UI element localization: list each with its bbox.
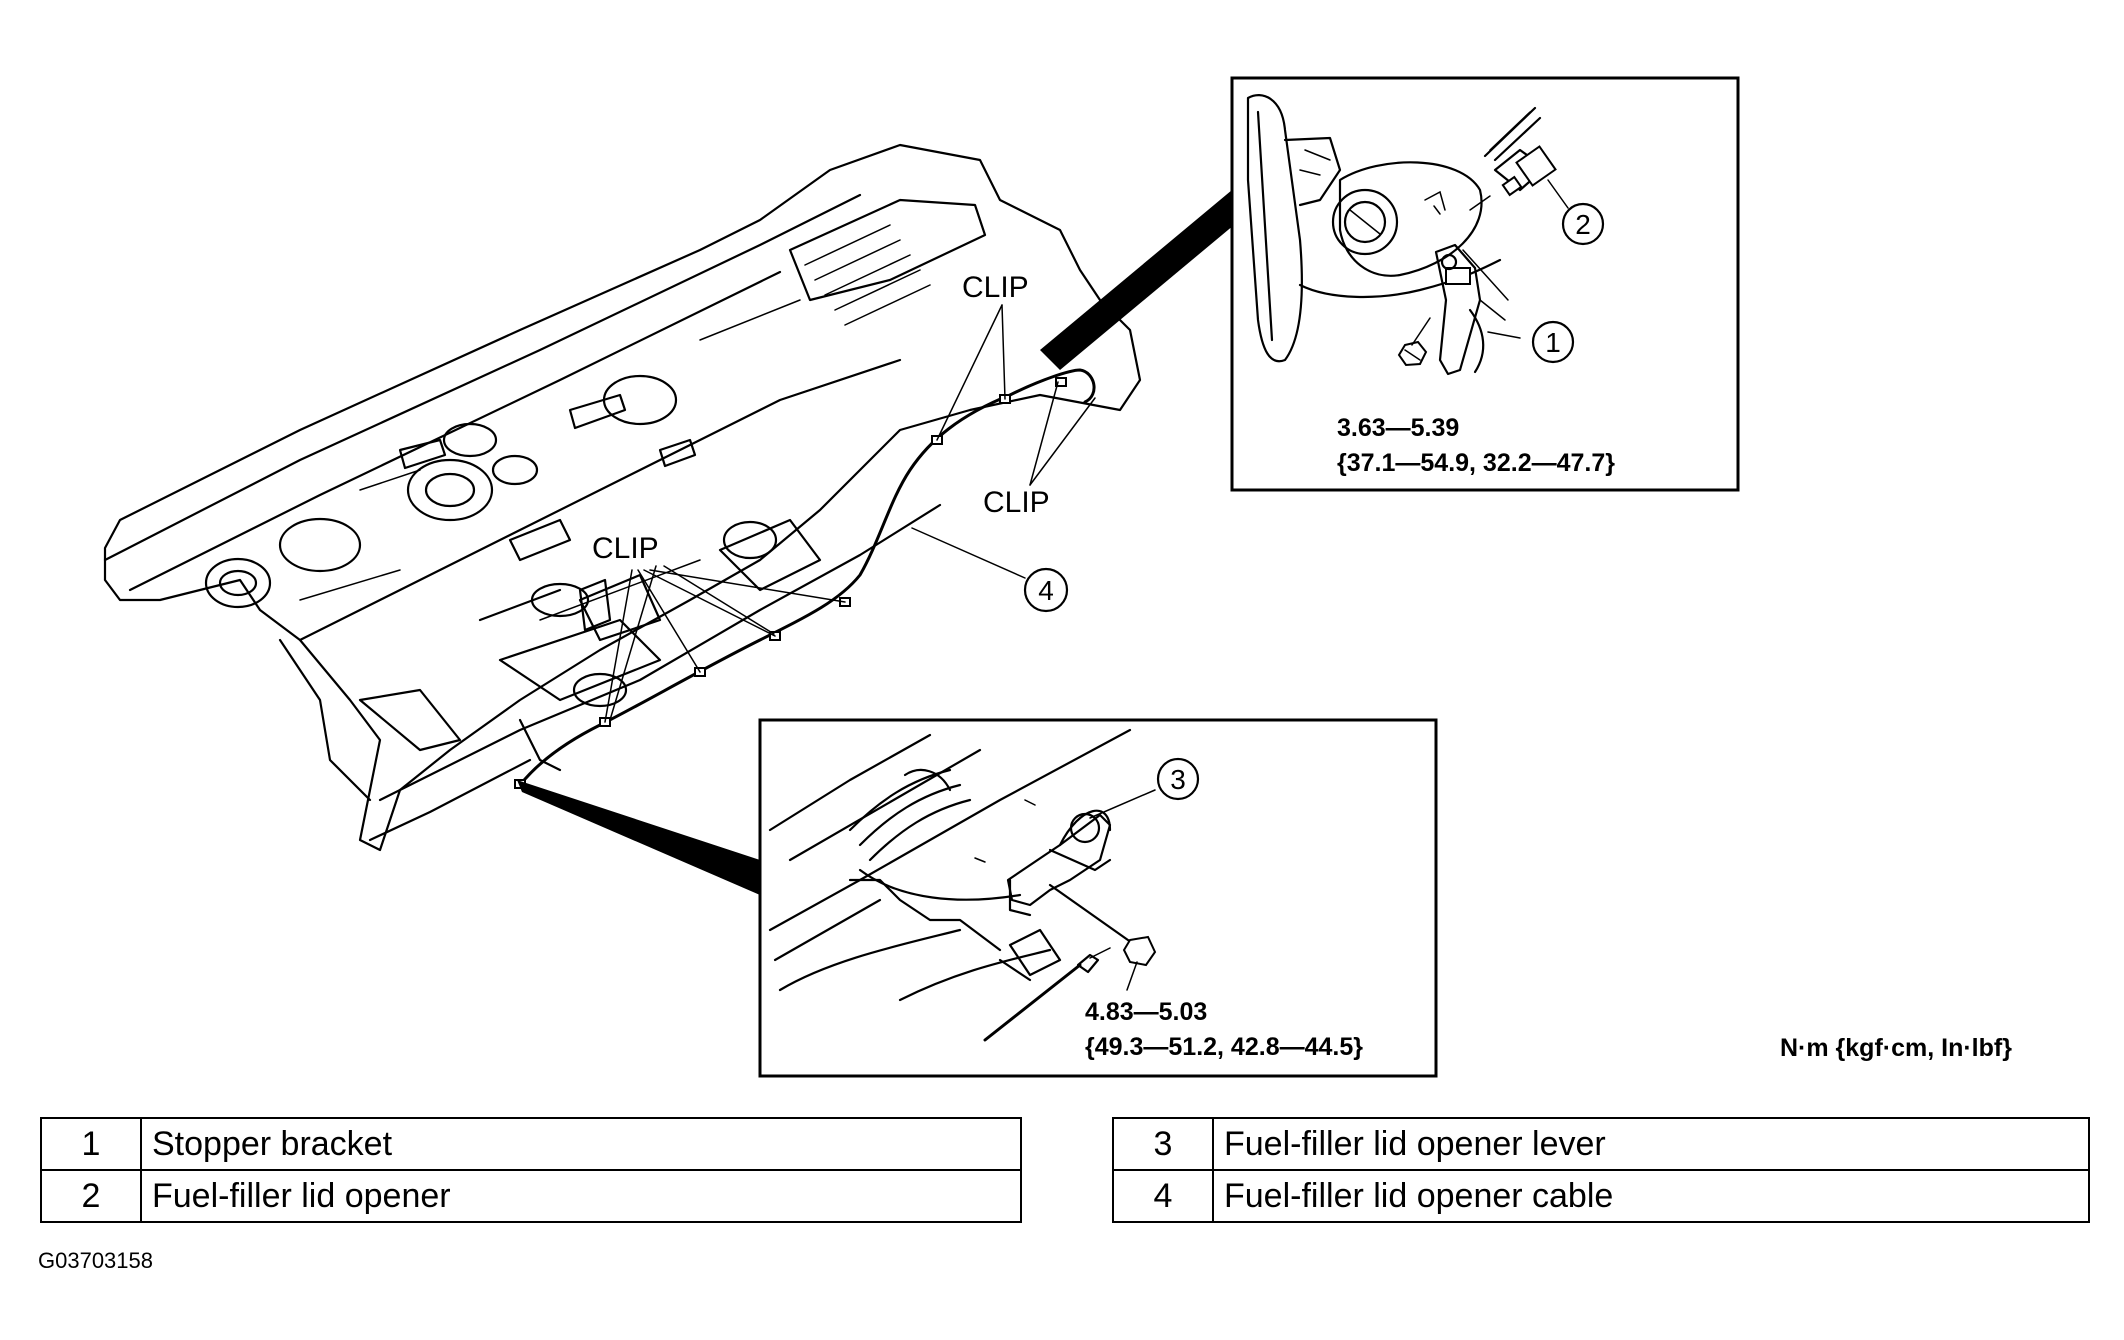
table-row: 1 Stopper bracket — [40, 1117, 1022, 1171]
figure-id: G03703158 — [38, 1248, 153, 1273]
callout-2-label: 2 — [1575, 209, 1591, 240]
torque-units: N·m {kgf·cm, In·lbf} — [1780, 1034, 2012, 1062]
callout-3-circle — [1156, 757, 1200, 801]
torque-stopper-line1: 3.63—5.39 — [1337, 414, 1459, 442]
clip-label-center: CLIP — [592, 532, 659, 565]
callout-1-label: 1 — [1545, 327, 1561, 358]
callout-4-circle — [1023, 567, 1069, 613]
legend-name: Fuel-filler lid opener — [140, 1169, 1022, 1223]
callout-2-circle — [1561, 202, 1605, 246]
callout-4-label: 4 — [1038, 575, 1054, 606]
table-row: 2 Fuel-filler lid opener — [40, 1169, 1022, 1223]
legend-num: 2 — [40, 1169, 142, 1223]
legend-table-left: 1 Stopper bracket 2 Fuel-filler lid open… — [40, 1117, 1022, 1223]
inset-fuel-filler-door: 1 2 3.63—5.39 {37.1—54.9, 32.2—47.7} — [1230, 76, 1740, 492]
inset-opener-lever: 3 4.83—5.03 {49.3—51.2, 42.8—44.5} — [758, 718, 1438, 1078]
callout-3-label: 3 — [1170, 764, 1186, 795]
clip-leader-lines — [604, 565, 846, 723]
legend-name: Stopper bracket — [140, 1117, 1022, 1171]
torque-lever-line2: {49.3—51.2, 42.8—44.5} — [1085, 1033, 1363, 1061]
table-row: 4 Fuel-filler lid opener cable — [1112, 1169, 2090, 1223]
legend-num: 4 — [1112, 1169, 1214, 1223]
legend-name: Fuel-filler lid opener cable — [1212, 1169, 2090, 1223]
table-row: 3 Fuel-filler lid opener lever — [1112, 1117, 2090, 1171]
legend-num: 3 — [1112, 1117, 1214, 1171]
vehicle-floor-pan — [103, 143, 1142, 852]
torque-stopper-line2: {37.1—54.9, 32.2—47.7} — [1337, 449, 1615, 477]
torque-lever-line1: 4.83—5.03 — [1085, 998, 1207, 1026]
legend-num: 1 — [40, 1117, 142, 1171]
legend-name: Fuel-filler lid opener lever — [1212, 1117, 2090, 1171]
legend-table-right: 3 Fuel-filler lid opener lever 4 Fuel-fi… — [1112, 1117, 2090, 1223]
wedge-to-top-inset — [1040, 190, 1240, 370]
clip-label-right: CLIP — [983, 486, 1050, 519]
wedge-to-bottom-inset — [517, 780, 760, 895]
clip-label-top: CLIP — [962, 271, 1029, 304]
callout-1-circle — [1531, 320, 1575, 364]
